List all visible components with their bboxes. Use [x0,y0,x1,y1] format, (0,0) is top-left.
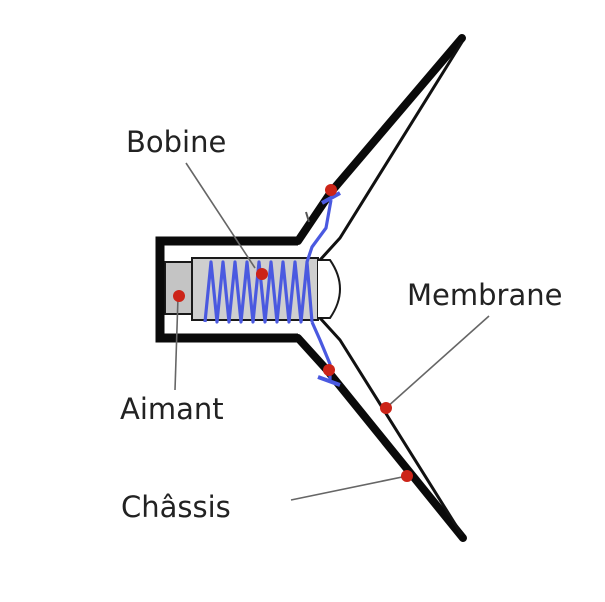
marker-coil [256,268,268,280]
voice-coil [203,260,314,324]
leader-bobine [185,162,256,269]
leader-chassis [290,475,408,501]
marker-upper-terminal [325,184,337,196]
coil-terminal-upper [321,191,341,205]
label-chassis: Châssis [121,490,231,524]
dust-cap [318,259,341,319]
marker-chassis [401,470,413,482]
label-bobine: Bobine [126,125,227,159]
leader-aimant [174,296,179,391]
membrane-lower [318,316,464,536]
coil-lead-upper [305,199,333,263]
marker-lower-terminal [323,364,335,376]
leader-membrane [385,315,490,409]
chassis-back-upper [294,34,466,245]
marker-membrane [380,402,392,414]
coil-terminal-lower [317,375,341,387]
marker-magnet [173,290,185,302]
chassis-upper [155,236,298,343]
label-aimant: Aimant [120,392,224,426]
membrane-top-tick [305,211,310,223]
label-membrane: Membrane [407,278,563,312]
chassis-back-lower [294,334,467,542]
membrane-upper [318,41,464,262]
